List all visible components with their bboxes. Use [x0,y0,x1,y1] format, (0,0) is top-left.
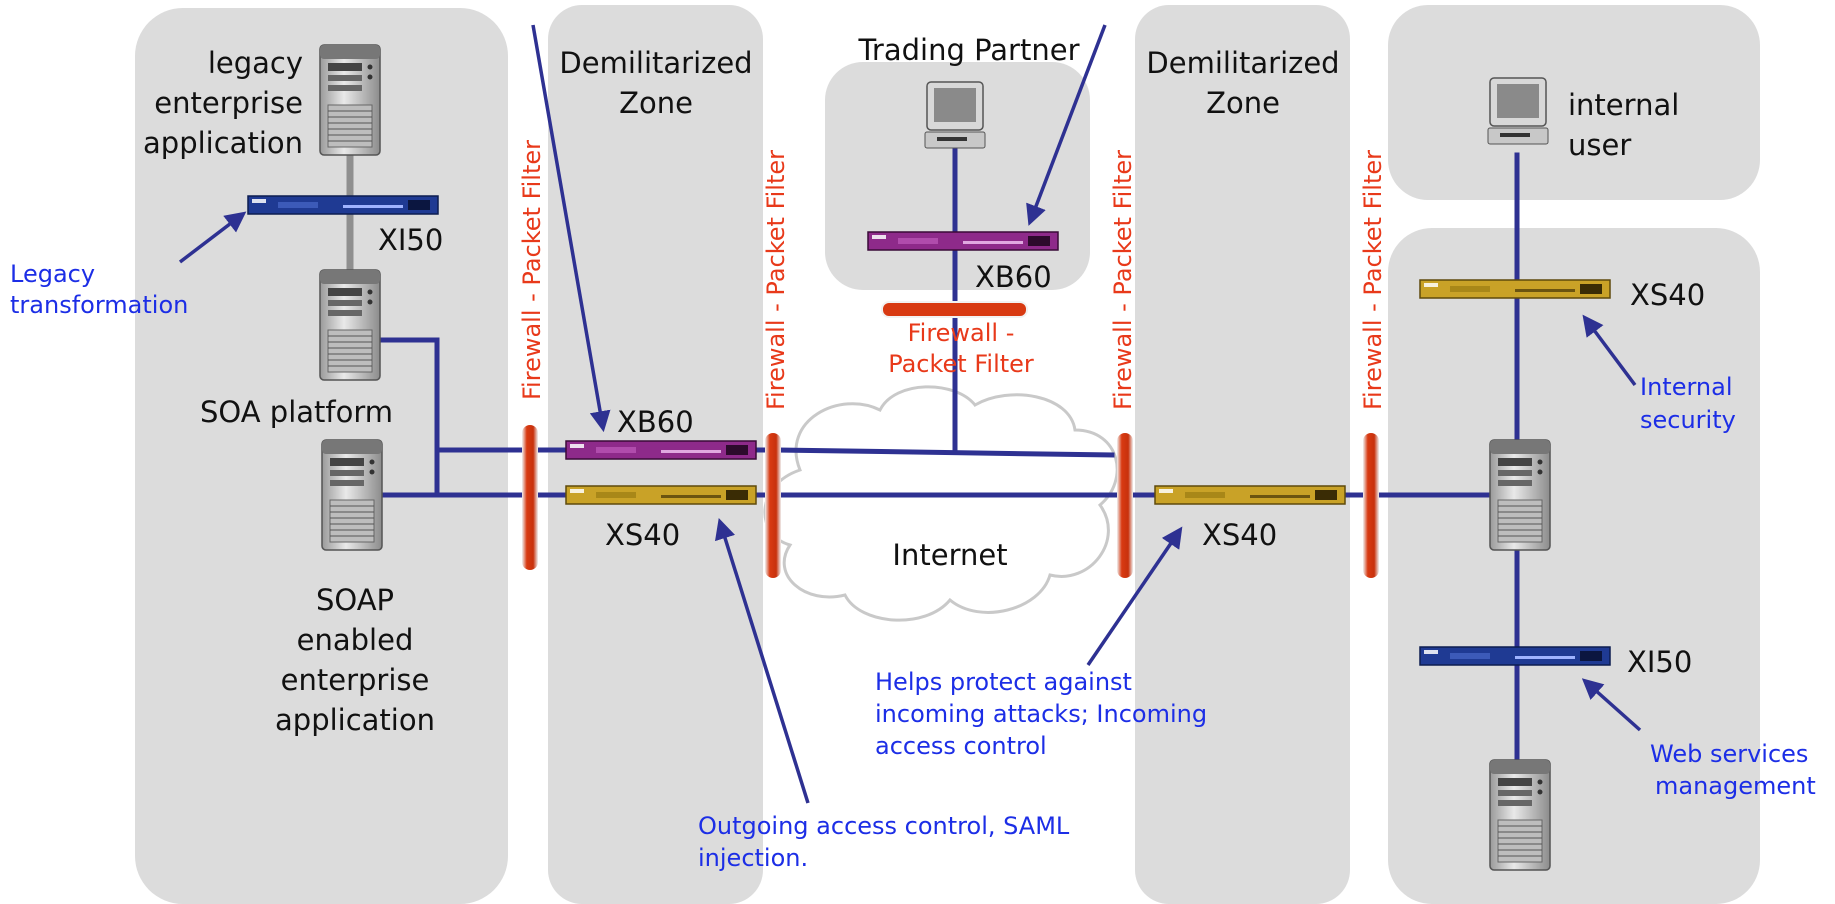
soap-app-label-line3: enterprise [281,663,430,697]
trading-partner-label: Trading Partner [857,33,1079,67]
internal-server-icon [1489,439,1551,551]
soap-app-server-icon [321,439,383,551]
soa-platform-label: SOA platform [200,395,393,429]
arrow-partner-xb60 [1026,24,1107,226]
internal-user-pc-icon [1487,77,1549,145]
internet-label: Internet [892,538,1007,572]
firewall-label-1: Firewall - Packet Filter [518,140,546,400]
helps-protect-label-line2: incoming attacks; Incoming [875,700,1207,728]
soap-app-label-line4: application [275,703,435,737]
firewalls [522,301,1379,578]
internet-cloud [763,385,1119,622]
dmz-left-label-line1: Demilitarized [559,46,752,80]
legacy-app-label-line2: enterprise [154,86,303,120]
xs40-label-internal: XS40 [1630,278,1705,312]
web-services-management-label-line1: Web services [1650,740,1808,768]
soap-app-label-line1: SOAP [316,583,394,617]
arrow-helps-protect [1086,526,1183,666]
outgoing-access-label-line2: injection. [698,844,808,872]
xb60-label-partner: XB60 [975,260,1052,294]
firewall-label-3: Firewall - Packet Filter [1109,150,1137,410]
arrow-dmz-xb60 [531,24,611,433]
zone-dmz-right [1135,5,1350,904]
internal-user-label-line1: internal [1568,88,1679,122]
firewall-bar-2 [765,433,781,578]
xs40-appliance-dmz-right [1154,485,1346,505]
firewall-bar-1 [522,425,538,570]
firewall-bar-horizontal [881,301,1028,318]
xs40-label-dmz: XS40 [605,518,680,552]
internal-user-label-line2: user [1568,128,1631,162]
annotation-arrows [178,24,1642,804]
zone-internal-user [1388,5,1760,200]
xb60-label-dmz: XB60 [617,405,694,439]
arrow-outgoing-access [715,517,810,804]
xs40-appliance-internal [1419,279,1611,299]
firewall-bar-4 [1363,433,1379,578]
xb60-appliance-dmz [565,440,757,460]
legacy-transformation-label-line1: Legacy [10,260,95,288]
dmz-left-label-line2: Zone [619,86,693,120]
internal-security-label-line1: Internal [1640,373,1733,401]
xi50-label-left: XI50 [378,223,443,257]
xb60-appliance-partner [867,231,1059,251]
xs40-appliance-dmz [565,485,757,505]
firewall-label-4: Firewall - Packet Filter [1359,150,1387,410]
dmz-right-label-line2: Zone [1206,86,1280,120]
firewall-label-horizontal-line2: Packet Filter [888,350,1034,378]
zone-right [1388,228,1760,904]
xi50-appliance-left [247,195,439,215]
web-services-server-icon [1489,759,1551,871]
firewall-label-horizontal-line1: Firewall - [908,319,1015,347]
soap-app-label-line2: enabled [297,623,414,657]
arrow-internal-security [1582,314,1637,387]
arrow-web-services-management [1581,678,1642,732]
firewall-label-2: Firewall - Packet Filter [762,150,790,410]
outgoing-access-label-line1: Outgoing access control, SAML [698,812,1070,840]
legacy-app-server-icon [319,44,381,156]
trading-partner-pc-icon [924,81,986,149]
helps-protect-label-line1: Helps protect against [875,668,1132,696]
dmz-right-label-line1: Demilitarized [1146,46,1339,80]
soa-platform-server-icon [319,269,381,381]
xs40-label-dmz-right: XS40 [1202,518,1277,552]
xi50-appliance-internal [1419,646,1611,666]
helps-protect-label-line3: access control [875,732,1047,760]
legacy-app-label-line1: legacy [208,46,303,80]
internal-security-label-line2: security [1640,406,1736,434]
legacy-app-label-line3: application [143,126,303,160]
web-services-management-label-line2: management [1655,772,1816,800]
firewall-bar-3 [1117,433,1133,578]
xi50-label-internal: XI50 [1627,645,1692,679]
legacy-transformation-label-line2: transformation [10,291,188,319]
arrow-legacy-transformation [178,211,247,264]
